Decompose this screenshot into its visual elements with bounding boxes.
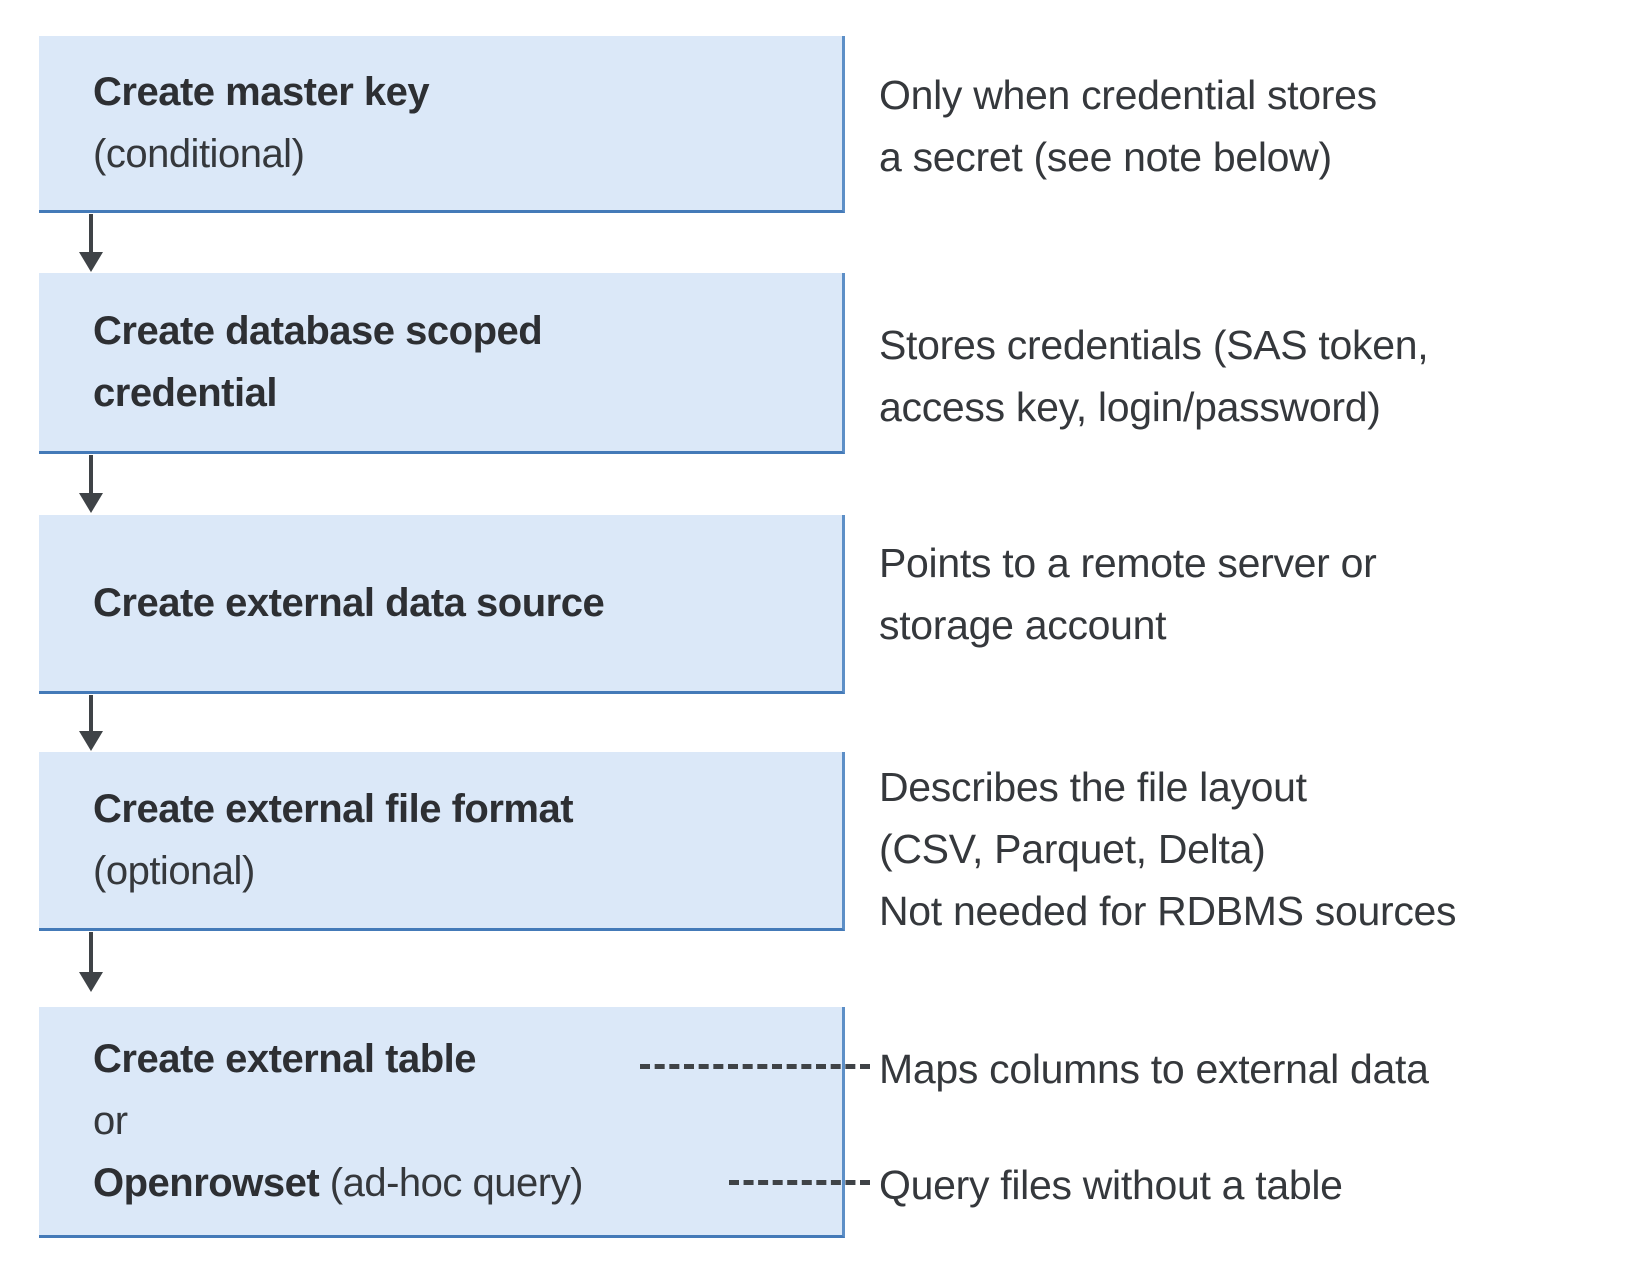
arrow-head-icon [79,493,103,513]
step-option-create-external-table: Create external table [93,1037,477,1081]
step-title-line1: Create database scoped [93,309,543,353]
step-title-create-master-key: Create master key [93,70,430,114]
dashed-connector-openrowset [729,1180,870,1185]
note-external-data-source: Points to a remote server or storage acc… [879,532,1377,656]
step-title-line2: credential [93,371,277,415]
note-line: access key, login/password) [879,384,1381,430]
flow-arrow-1 [78,214,104,272]
step-box-create-external-table-or-openrowset: Create external table or Openrowset (ad-… [39,1007,845,1238]
arrow-head-icon [79,252,103,272]
openrowset-label: Openrowset [93,1161,320,1205]
note-line: Not needed for RDBMS sources [879,888,1457,934]
note-database-scoped-credential: Stores credentials (SAS token, access ke… [879,314,1429,438]
arrow-stem [89,695,93,733]
step-box-create-external-file-format: Create external file format (optional) [39,752,845,931]
arrow-stem [89,932,93,974]
note-line: Maps columns to external data [879,1046,1429,1092]
note-line: Describes the file layout [879,764,1307,810]
flow-arrow-3 [78,695,104,751]
dashed-connector-external-table [640,1064,870,1069]
flow-arrow-2 [78,455,104,513]
note-line: (CSV, Parquet, Delta) [879,826,1266,872]
step-qualifier-optional: (optional) [93,849,255,893]
note-line: Only when credential stores [879,72,1377,118]
step-conjunction-or: or [93,1099,128,1143]
note-line: Query files without a table [879,1162,1343,1208]
step-title-create-external-data-source: Create external data source [93,581,605,625]
step-box-create-external-data-source: Create external data source [39,515,845,694]
step-qualifier-conditional: (conditional) [93,132,305,176]
step-option-openrowset: Openrowset (ad-hoc query) [93,1152,842,1214]
note-master-key: Only when credential stores a secret (se… [879,64,1377,188]
step-box-create-master-key: Create master key (conditional) [39,36,845,213]
arrow-stem [89,455,93,495]
openrowset-qualifier: (ad-hoc query) [319,1161,584,1205]
note-line: storage account [879,602,1167,648]
arrow-stem [89,214,93,254]
note-line: Points to a remote server or [879,540,1377,586]
note-external-file-format: Describes the file layout (CSV, Parquet,… [879,756,1457,942]
note-openrowset: Query files without a table [879,1154,1343,1216]
note-external-table: Maps columns to external data [879,1038,1429,1100]
note-line: Stores credentials (SAS token, [879,322,1429,368]
flow-arrow-4 [78,932,104,992]
arrow-head-icon [79,972,103,992]
step-box-create-database-scoped-credential: Create database scoped credential [39,273,845,454]
step-title-create-external-file-format: Create external file format [93,787,574,831]
arrow-head-icon [79,731,103,751]
note-line: a secret (see note below) [879,134,1332,180]
